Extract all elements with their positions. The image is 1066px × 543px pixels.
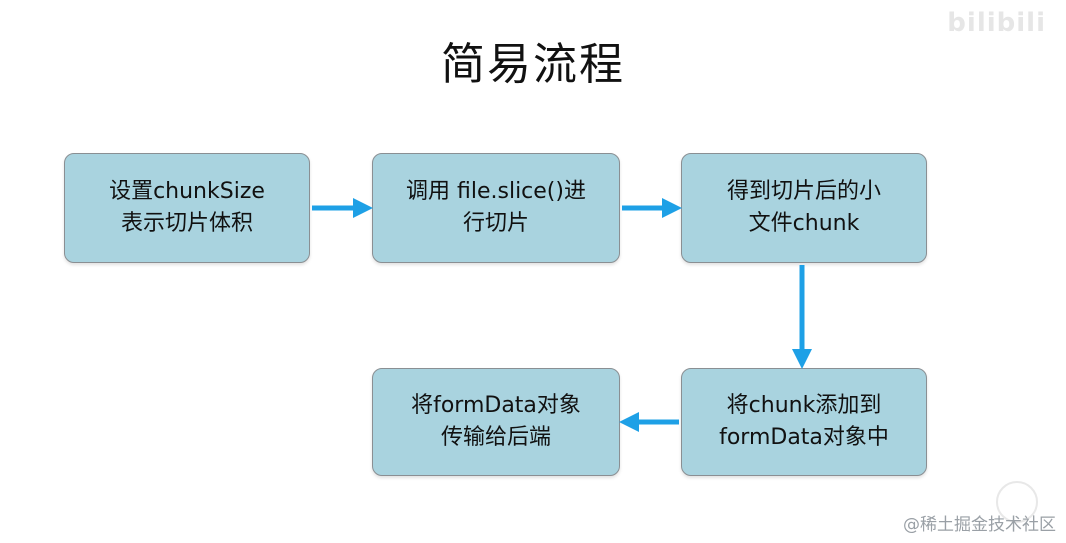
step-1-line-1: 设置chunkSize — [109, 179, 265, 204]
step-4-append-formdata: 将chunk添加到 formData对象中 — [681, 368, 927, 476]
step-4-line-1: 将chunk添加到 — [726, 393, 882, 418]
step-5-line-1: 将formData对象 — [411, 393, 581, 418]
step-5-send-backend: 将formData对象 传输给后端 — [372, 368, 620, 476]
step-1-line-2: 表示切片体积 — [120, 211, 253, 236]
juejin-watermark: @稀土掘金技术社区 — [903, 515, 1056, 535]
step-2-line-2: 行切片 — [462, 211, 529, 236]
step-3-line-1: 得到切片后的小 — [726, 179, 881, 204]
step-2-file-slice: 调用 file.slice()进 行切片 — [372, 153, 620, 263]
step-5-line-2: 传输给后端 — [440, 425, 551, 450]
step-3-line-2: 文件chunk — [748, 211, 860, 236]
step-2-line-1: 调用 file.slice()进 — [406, 179, 586, 204]
step-3-get-chunk: 得到切片后的小 文件chunk — [681, 153, 927, 263]
play-watermark-icon — [996, 481, 1038, 523]
step-1-set-chunksize: 设置chunkSize 表示切片体积 — [64, 153, 310, 263]
page-title: 简易流程 — [441, 39, 625, 90]
step-4-line-2: formData对象中 — [719, 425, 889, 450]
bilibili-logo: bilibili — [947, 8, 1046, 38]
